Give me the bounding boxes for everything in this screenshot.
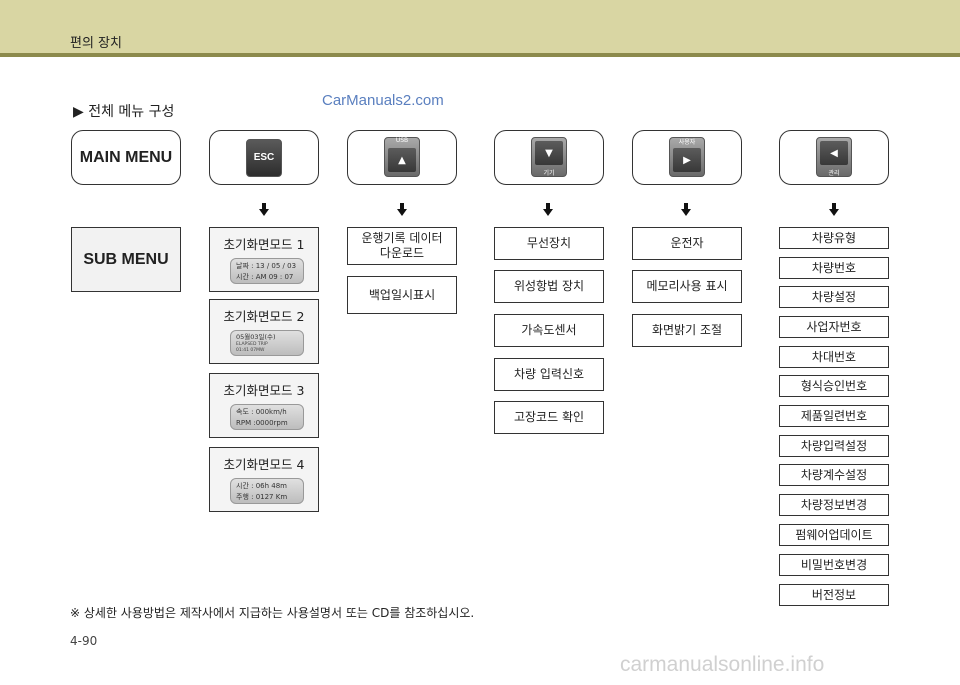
header-divider bbox=[0, 53, 960, 57]
admin-label: 관리 bbox=[828, 170, 840, 177]
watermark-bottom: carmanualsonline.info bbox=[620, 653, 825, 676]
admin-menu-item: 형식승인번호 bbox=[779, 375, 889, 397]
lcd-display: 05월03일(수) ELAPSED TRIP 01:41 07MW bbox=[230, 330, 304, 356]
admin-key: ◀ 관리 bbox=[779, 130, 889, 185]
main-menu-key: MAIN MENU bbox=[71, 130, 181, 185]
left-arrow-icon: ◀ bbox=[820, 141, 848, 165]
down-arrow-icon bbox=[543, 203, 553, 216]
usb-menu-item: 운행기록 데이터 다운로드 bbox=[347, 227, 457, 265]
admin-menu-item: 버전정보 bbox=[779, 584, 889, 606]
admin-menu-item: 차량설정 bbox=[779, 286, 889, 308]
device-menu-item: 가속도센서 bbox=[494, 314, 604, 347]
lcd-display: 속도 : 000km/h RPM :0000rpm bbox=[230, 404, 304, 430]
device-menu-item: 차량 입력신호 bbox=[494, 358, 604, 391]
screen-mode-title: 초기화면모드 3 bbox=[223, 383, 305, 398]
lcd-line: 속도 : 000km/h bbox=[236, 408, 287, 416]
user-menu-item: 화면밝기 조절 bbox=[632, 314, 742, 347]
down-arrow-icon bbox=[397, 203, 407, 216]
footnote: ※ 상세한 사용방법은 제작사에서 지급하는 사용설명서 또는 CD를 참조하십… bbox=[70, 606, 475, 620]
lcd-display: 시간 : 06h 48m 주행 : 0127 Km bbox=[230, 478, 304, 504]
up-button-icon: USB ▲ bbox=[384, 137, 420, 177]
down-arrow-icon bbox=[259, 203, 269, 216]
lcd-line: 시간 : 06h 48m bbox=[236, 482, 287, 490]
section-title: ▶ 전체 메뉴 구성 bbox=[73, 104, 175, 120]
user-label: 사용자 bbox=[678, 139, 696, 146]
admin-menu-item: 비밀번호변경 bbox=[779, 554, 889, 576]
admin-menu-item: 차량계수설정 bbox=[779, 464, 889, 486]
lcd-line: 01:41 07MW bbox=[236, 348, 265, 353]
header-title: 편의 장치 bbox=[70, 36, 122, 51]
user-menu-item: 메모리사용 표시 bbox=[632, 270, 742, 303]
admin-menu-item: 사업자번호 bbox=[779, 316, 889, 338]
admin-menu-item: 차량유형 bbox=[779, 227, 889, 249]
usb-key: USB ▲ bbox=[347, 130, 457, 185]
header-bar bbox=[0, 0, 960, 53]
admin-menu-item: 차량입력설정 bbox=[779, 435, 889, 457]
down-arrow-icon bbox=[829, 203, 839, 216]
admin-menu-item: 차량번호 bbox=[779, 257, 889, 279]
lcd-display: 날짜 : 13 / 05 / 03 시간 : AM 09 : 07 bbox=[230, 258, 304, 284]
admin-menu-item: 제품일련번호 bbox=[779, 405, 889, 427]
screen-mode-title: 초기화면모드 2 bbox=[223, 309, 305, 324]
screen-mode-title: 초기화면모드 1 bbox=[223, 237, 305, 252]
device-key: ▼ 기기 bbox=[494, 130, 604, 185]
lcd-line: 주행 : 0127 Km bbox=[236, 493, 288, 501]
page-number: 4-90 bbox=[70, 634, 98, 648]
admin-menu-item: 차대번호 bbox=[779, 346, 889, 368]
sub-menu-key: SUB MENU bbox=[71, 227, 181, 292]
admin-menu-item: 차량정보변경 bbox=[779, 494, 889, 516]
usb-menu-item: 백업일시표시 bbox=[347, 276, 457, 314]
right-button-icon: 사용자 ▶ bbox=[669, 137, 705, 177]
device-label: 기기 bbox=[543, 170, 555, 177]
left-button-icon: ◀ 관리 bbox=[816, 137, 852, 177]
user-menu-item: 운전자 bbox=[632, 227, 742, 260]
lcd-line: ELAPSED TRIP bbox=[236, 342, 268, 347]
screen-mode-1: 초기화면모드 1 날짜 : 13 / 05 / 03 시간 : AM 09 : … bbox=[209, 227, 319, 292]
device-menu-item: 무선장치 bbox=[494, 227, 604, 260]
watermark-top: CarManuals2.com bbox=[322, 92, 444, 109]
screen-mode-title: 초기화면모드 4 bbox=[223, 457, 305, 472]
right-arrow-icon: ▶ bbox=[673, 148, 701, 172]
down-arrow-icon bbox=[681, 203, 691, 216]
admin-menu-item: 펌웨어업데이트 bbox=[779, 524, 889, 546]
device-menu-item: 위성항법 장치 bbox=[494, 270, 604, 303]
down-button-icon: ▼ 기기 bbox=[531, 137, 567, 177]
screen-mode-3: 초기화면모드 3 속도 : 000km/h RPM :0000rpm bbox=[209, 373, 319, 438]
user-key: 사용자 ▶ bbox=[632, 130, 742, 185]
device-menu-item: 고장코드 확인 bbox=[494, 401, 604, 434]
lcd-line: RPM :0000rpm bbox=[236, 419, 288, 427]
esc-button-icon: ESC bbox=[246, 139, 282, 177]
lcd-line: 시간 : AM 09 : 07 bbox=[236, 273, 294, 281]
screen-mode-4: 초기화면모드 4 시간 : 06h 48m 주행 : 0127 Km bbox=[209, 447, 319, 512]
down-arrow-icon: ▼ bbox=[535, 141, 563, 165]
esc-key: ESC bbox=[209, 130, 319, 185]
lcd-line: 05월03일(수) bbox=[236, 333, 276, 341]
up-arrow-icon: ▲ bbox=[388, 148, 416, 172]
lcd-line: 날짜 : 13 / 05 / 03 bbox=[236, 262, 297, 270]
screen-mode-2: 초기화면모드 2 05월03일(수) ELAPSED TRIP 01:41 07… bbox=[209, 299, 319, 364]
usb-label: USB bbox=[395, 137, 409, 144]
esc-label: ESC bbox=[253, 152, 275, 163]
